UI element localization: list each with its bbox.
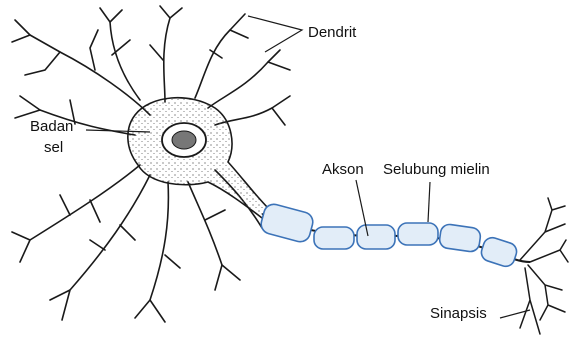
cell-body <box>128 98 270 218</box>
label-akson: Akson <box>322 162 364 177</box>
label-dendrit: Dendrit <box>308 25 356 40</box>
label-sinapsis: Sinapsis <box>430 306 487 321</box>
label-badan: Badan <box>30 119 73 134</box>
label-sel: sel <box>44 140 63 155</box>
nucleus <box>162 123 206 157</box>
label-selubung-mielin: Selubung mielin <box>383 162 490 177</box>
myelin-sheath <box>259 202 519 269</box>
axon-terminals <box>520 198 568 334</box>
